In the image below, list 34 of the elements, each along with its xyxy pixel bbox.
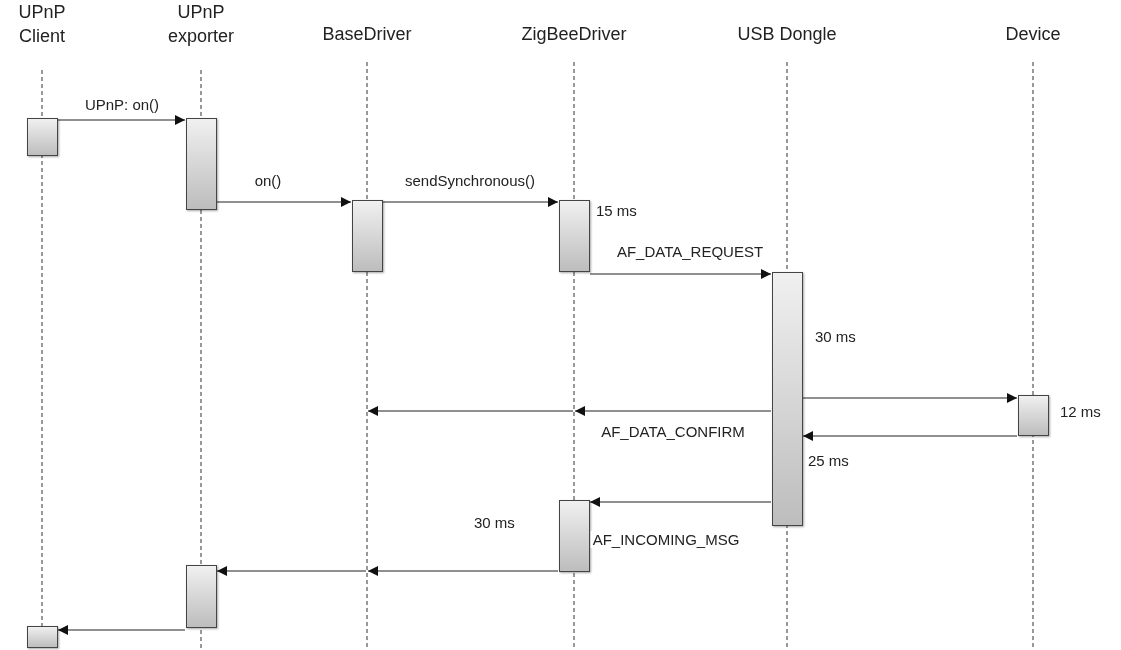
message-arrow (382, 197, 559, 207)
duration-label: 30 ms (474, 514, 515, 531)
message-arrow (589, 269, 772, 279)
message-label: on() (252, 172, 284, 189)
activation-bar (27, 118, 58, 156)
activation-bar (1018, 395, 1049, 436)
participant-label: UPnP exporter (166, 1, 235, 48)
message-arrow (574, 406, 772, 416)
activation-bar (27, 626, 58, 648)
message-arrow (216, 566, 367, 576)
message-arrow (216, 197, 352, 207)
activation-bar (186, 565, 217, 628)
duration-label: 30 ms (815, 328, 856, 345)
message-arrow (367, 566, 559, 576)
duration-label: 25 ms (808, 452, 849, 469)
message-arrow (57, 115, 186, 125)
message-arrow (802, 393, 1018, 403)
participant-label: BaseDriver (321, 23, 413, 46)
duration-label: 12 ms (1060, 403, 1101, 420)
activation-bar (559, 500, 590, 572)
participant-label: USB Dongle (736, 23, 838, 46)
activation-bar (186, 118, 217, 210)
activation-bar (772, 272, 803, 526)
duration-label: 15 ms (596, 202, 637, 219)
activation-bar (559, 200, 590, 272)
message-arrow (589, 497, 772, 507)
message-arrow (367, 406, 574, 416)
participant-label: UPnP Client (17, 1, 67, 48)
message-arrow (57, 625, 186, 635)
participant-label: Device (1004, 23, 1062, 46)
participant-label: ZigBeeDriver (520, 23, 628, 46)
message-label: sendSynchronous() (402, 172, 538, 189)
activation-bar (352, 200, 383, 272)
message-arrow (802, 431, 1018, 441)
